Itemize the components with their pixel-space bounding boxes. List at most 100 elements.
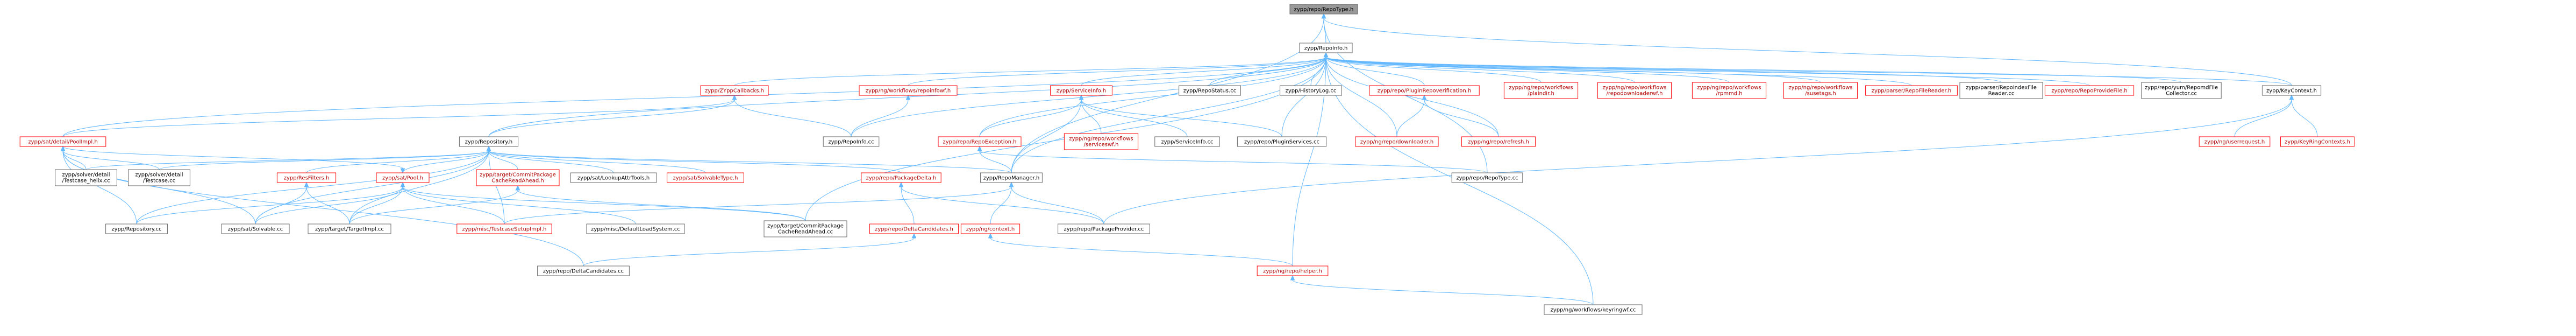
node-reporefresh[interactable]: zypp/ng/repo/refresh.h <box>1461 136 1536 147</box>
node-sat-pool[interactable]: zypp/sat/Pool.h <box>376 172 430 183</box>
node-repotype-cc[interactable]: zypp/repo/RepoType.cc <box>1451 172 1523 183</box>
node-label: zypp/repo/PluginServices.cc <box>1244 139 1319 145</box>
edge-sat-poolimpl-to-sat-pool <box>62 146 405 174</box>
node-zyppcallbacks[interactable]: zypp/ZYppCallbacks.h <box>700 85 769 96</box>
edge-keycontext-to-root <box>1321 13 2292 86</box>
node-box <box>2261 85 2322 96</box>
node-packagedelta[interactable]: zypp/repo/PackageDelta.h <box>861 172 941 183</box>
node-root[interactable]: zypp/repo/RepoType.h <box>1289 4 1358 15</box>
node-deltacandidates-h[interactable]: zypp/repo/DeltaCandidates.h <box>869 223 959 234</box>
node-box <box>476 169 560 186</box>
node-label: /Testcase.cc <box>143 178 175 184</box>
node-box <box>1692 82 1767 99</box>
node-box <box>2199 136 2271 147</box>
node-box <box>1050 85 1112 96</box>
node-historylog[interactable]: zypp/HistoryLog.cc <box>1280 85 1342 96</box>
edge-sat-pool-to-repository-h <box>402 145 491 173</box>
node-box <box>1257 265 1329 276</box>
edge-sat-solvabletype-to-repository-h <box>486 145 706 173</box>
node-misc-defaultloadsystem[interactable]: zypp/misc/DefaultLoadSystem.cc <box>586 223 685 234</box>
node-label: zypp/RepoManager.h <box>983 176 1040 181</box>
node-box <box>667 172 744 183</box>
node-wf-keyringwf[interactable]: zypp/ng/workflows/keyringwf.cc <box>1544 304 1643 315</box>
node-label: CacheReadAhead.cc <box>778 229 833 235</box>
node-ng-context[interactable]: zypp/ng/context.h <box>960 223 1021 234</box>
edge-repoinfo-cc-to-zyppcallbacks <box>732 94 852 137</box>
edge-keyringcontexts-to-keycontext <box>2289 94 2318 137</box>
node-label: zypp/repo/DeltaCandidates.cc <box>543 269 624 275</box>
node-label: zypp/ResFilters.h <box>284 176 330 181</box>
edge-repohelper-to-ng-context <box>988 233 1293 267</box>
edge-repoexception-to-serviceinfo-h <box>979 94 1084 137</box>
node-repodownloader[interactable]: zypp/ng/repo/downloader.h <box>1355 136 1439 147</box>
edge-targetimpl-cc-to-sat-pool <box>349 181 405 225</box>
node-box <box>1461 136 1536 147</box>
edge-solver-testcase-helix-to-sat-poolimpl <box>60 145 87 170</box>
node-deltacandidates-cc[interactable]: zypp/repo/DeltaCandidates.cc <box>537 265 630 276</box>
node-label: zypp/ng/userrequest.h <box>2204 139 2265 145</box>
node-misc-testcasesetupimpl[interactable]: zypp/misc/TestcaseSetupImpl.h <box>456 223 552 234</box>
node-box <box>960 223 1021 234</box>
node-commitpackagecachecc[interactable]: zypp/target/CommitPackageCacheReadAhead.… <box>763 220 847 237</box>
node-wf-serviceswf[interactable]: zypp/ng/repo/workflows/serviceswf.h <box>1064 133 1139 150</box>
node-parser-repofilereader[interactable]: zypp/parser/RepoFileReader.h <box>1865 85 1958 96</box>
edge-targetimpl-cc-to-resfilters <box>304 181 350 225</box>
node-resfilters[interactable]: zypp/ResFilters.h <box>276 172 337 183</box>
edge-commitpackagecachecc-to-sat-pool <box>400 181 806 221</box>
node-sat-solvable-cc[interactable]: zypp/sat/Solvable.cc <box>221 223 290 234</box>
node-packageprovider-cc[interactable]: zypp/repo/PackageProvider.cc <box>1058 223 1150 234</box>
node-wf-plaindir[interactable]: zypp/ng/repo/workflows/plaindir.h <box>1503 82 1579 99</box>
node-repohelper[interactable]: zypp/ng/repo/helper.h <box>1257 265 1329 276</box>
node-wf-susetags[interactable]: zypp/ng/repo/workflows/susetags.h <box>1783 82 1858 99</box>
node-box <box>276 172 337 183</box>
node-repository-h[interactable]: zypp/Repository.h <box>459 136 519 147</box>
node-box <box>456 223 552 234</box>
node-repoexception[interactable]: zypp/repo/RepoException.h <box>938 136 1022 147</box>
node-label: zypp/target/TargetImpl.cc <box>315 227 384 233</box>
node-pluginrepoverification[interactable]: zypp/repo/PluginRepoverification.h <box>1369 85 1480 96</box>
edge-serviceinfo-cc-to-serviceinfo-h <box>1079 94 1188 137</box>
node-keyringcontexts[interactable]: zypp/KeyRingContexts.h <box>2280 136 2355 147</box>
node-solver-testcase[interactable]: zypp/solver/detail/Testcase.cc <box>128 169 190 186</box>
node-solver-testcase-helix[interactable]: zypp/solver/detail/Testcase_helix.cc <box>55 169 117 186</box>
node-serviceinfo-h[interactable]: zypp/ServiceInfo.h <box>1050 85 1112 96</box>
node-wf-repodownloaderwf[interactable]: zypp/ng/repo/workflows/repodownloaderwf.… <box>1597 82 1672 99</box>
node-targetimpl-cc[interactable]: zypp/target/TargetImpl.cc <box>308 223 391 234</box>
node-userrequest[interactable]: zypp/ng/userrequest.h <box>2199 136 2271 147</box>
node-sat-poolimpl[interactable]: zypp/sat/detail/PoolImpl.h <box>19 136 106 147</box>
node-box <box>1058 223 1150 234</box>
edge-packageprovider-cc-to-keycontext <box>1103 94 2294 225</box>
node-label: /serviceswf.h <box>1084 142 1119 148</box>
node-box <box>869 223 959 234</box>
node-label: zypp/HistoryLog.cc <box>1286 88 1337 94</box>
node-serviceinfo-cc[interactable]: zypp/ServiceInfo.cc <box>1154 136 1220 147</box>
node-commitpackagecacheh[interactable]: zypp/target/CommitPackageCacheReadAhead.… <box>476 169 560 186</box>
node-repository-cc[interactable]: zypp/Repository.cc <box>105 223 168 234</box>
node-label: zypp/ng/workflows/keyringwf.cc <box>1551 307 1636 313</box>
node-repoproviderfile[interactable]: zypp/repo/RepoProvideFile.h <box>2044 85 2135 96</box>
node-keycontext[interactable]: zypp/KeyContext.h <box>2261 85 2322 96</box>
node-label: zypp/ng/repo/workflows <box>1602 85 1666 91</box>
edge-sat-lookupattrtools-to-repository-h <box>486 145 614 173</box>
node-sat-solvabletype[interactable]: zypp/sat/SolvableType.h <box>667 172 744 183</box>
node-label: zypp/ng/repo/workflows <box>1697 85 1761 91</box>
edge-solver-testcase-to-repository-h <box>159 145 491 170</box>
node-box <box>2141 82 2222 99</box>
edge-commitpackagecachecc-to-commitpackagecacheh <box>515 185 806 221</box>
node-label: /plaindir.h <box>1528 91 1554 97</box>
edge-misc-testcasesetupimpl-to-sat-pool <box>400 181 505 225</box>
node-sat-lookupattrtools[interactable]: zypp/sat/LookupAttrTools.h <box>570 172 657 183</box>
node-wf-rpmmd[interactable]: zypp/ng/repo/workflows/rpmmd.h <box>1692 82 1767 99</box>
node-label: zypp/repo/RepoException.h <box>943 139 1017 145</box>
node-repoinfo-cc[interactable]: zypp/RepoInfo.cc <box>823 136 880 147</box>
node-label: zypp/parser/RepoindexFile <box>1966 85 2037 91</box>
node-repostatus[interactable]: zypp/RepoStatus.cc <box>1179 85 1241 96</box>
edge-deltacandidates-h-to-packagedelta <box>898 181 915 225</box>
node-pluginservices[interactable]: zypp/repo/PluginServices.cc <box>1237 136 1327 147</box>
edge-misc-testcasesetupimpl-to-repository-h <box>486 145 505 225</box>
node-repomanager[interactable]: zypp/RepoManager.h <box>980 172 1043 183</box>
node-repoinfo[interactable]: zypp/RepoInfo.h <box>1299 43 1353 53</box>
node-workflows-repoinfowf[interactable]: zypp/ng/workflows/repoinfowf.h <box>859 85 958 96</box>
